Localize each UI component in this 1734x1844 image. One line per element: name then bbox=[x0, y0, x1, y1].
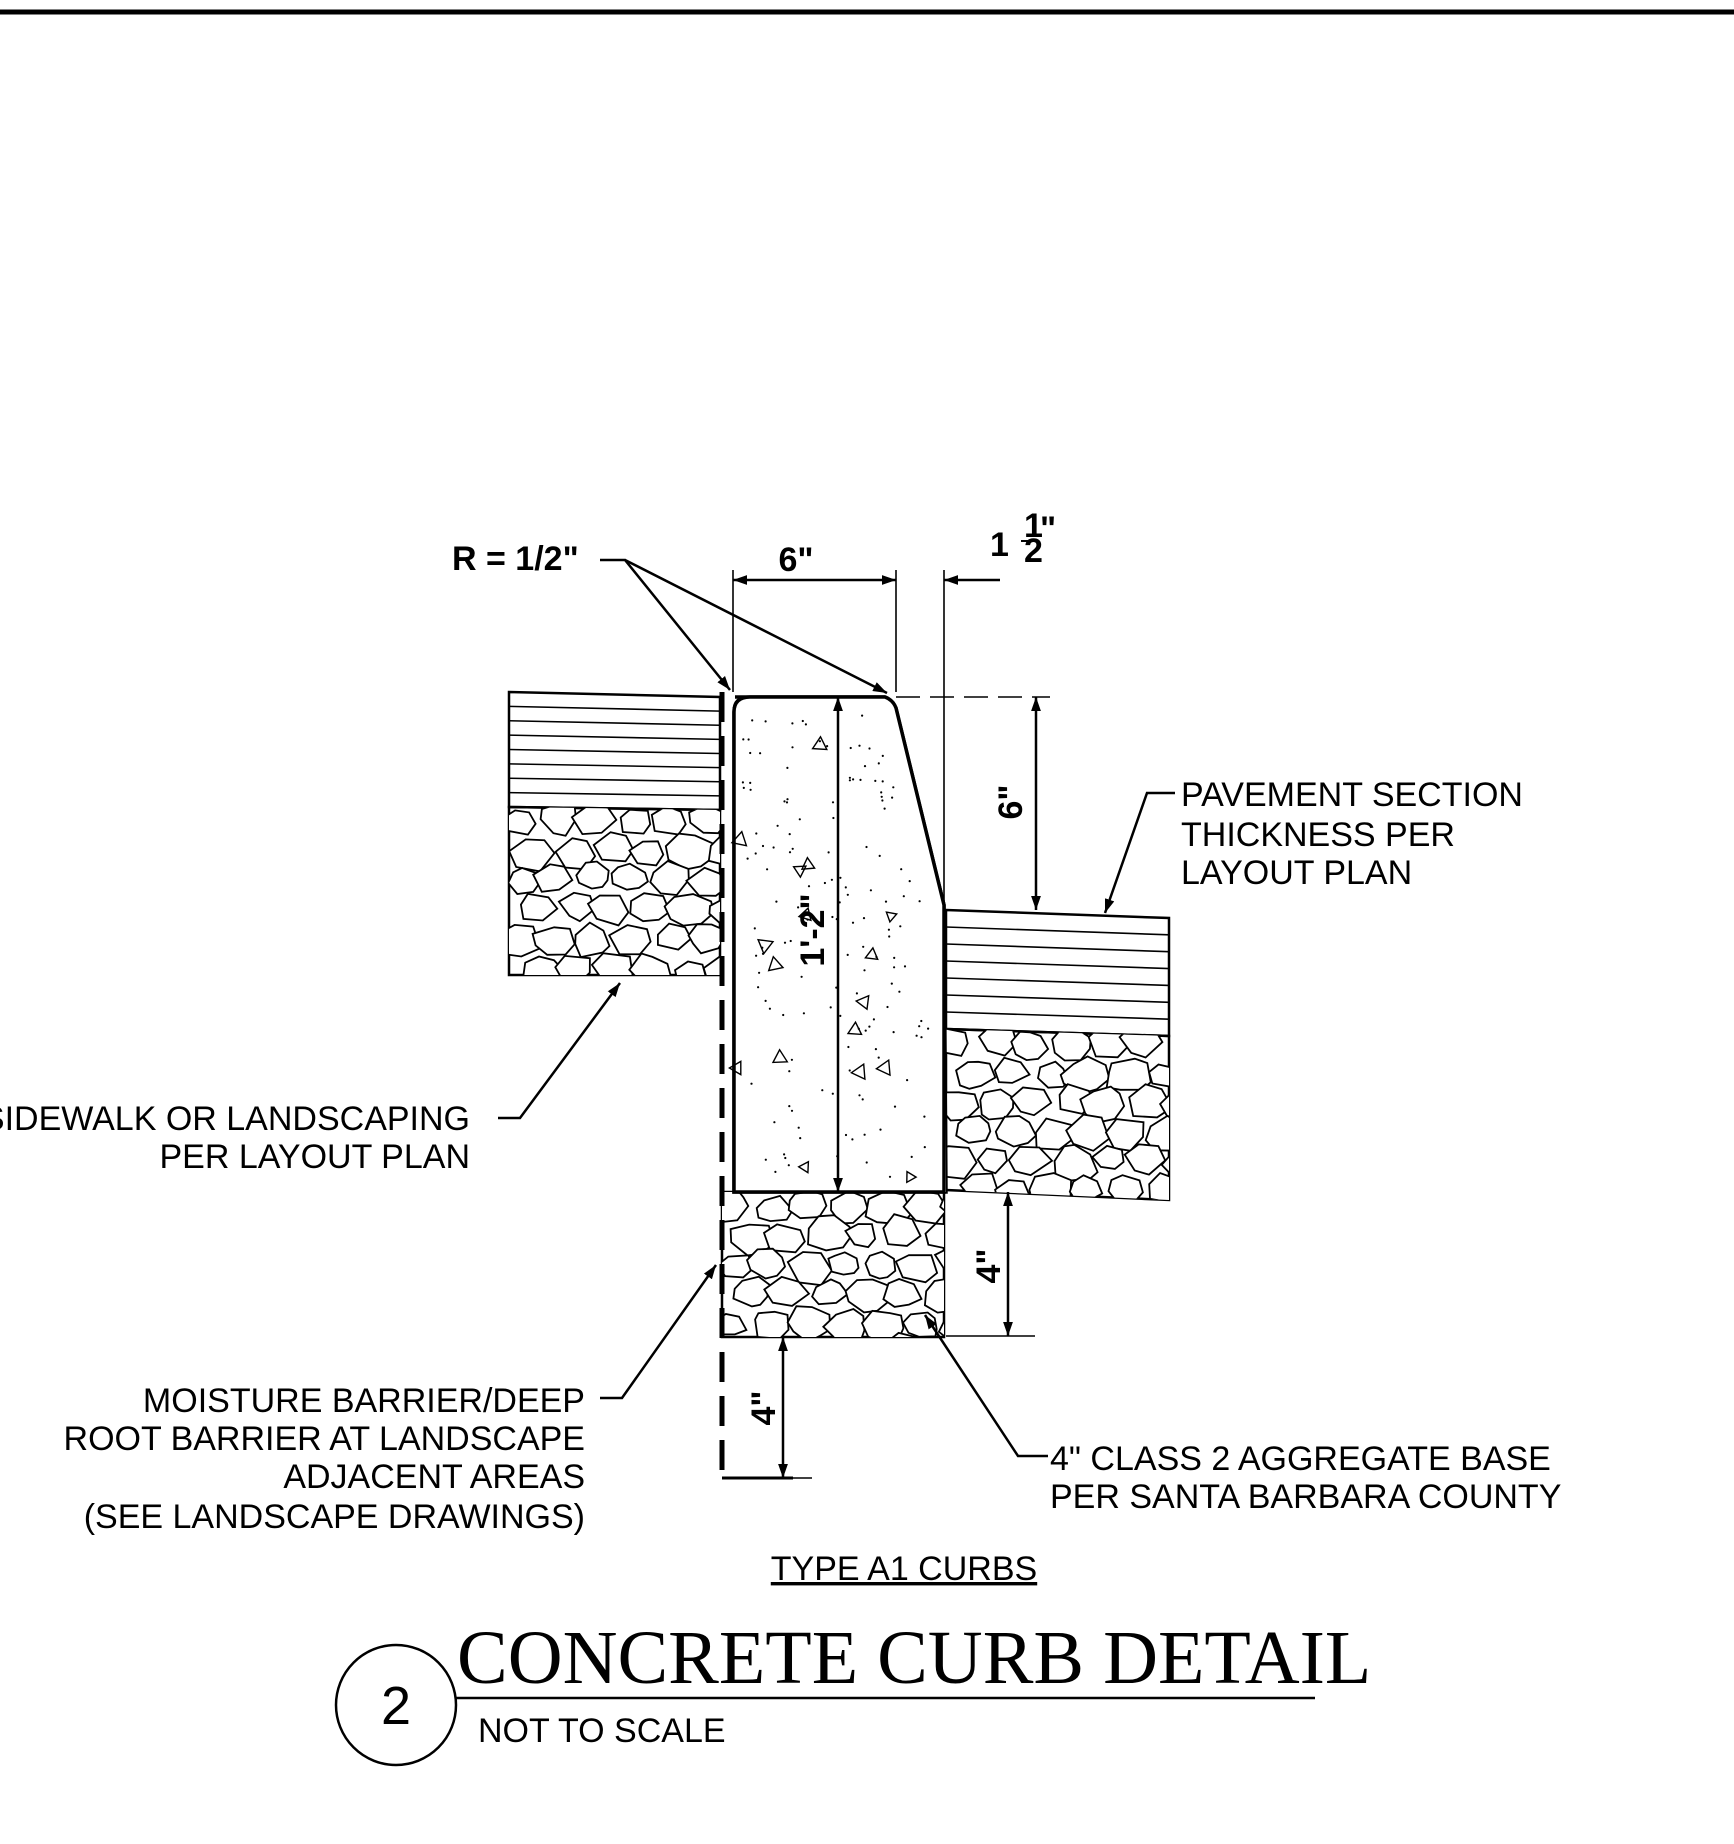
moisture-barrier-callout: MOISTURE BARRIER/DEEP ROOT BARRIER AT LA… bbox=[64, 1382, 585, 1536]
leader-lines bbox=[498, 558, 1175, 1458]
radius-label: R = 1/2" bbox=[452, 540, 579, 578]
curb-height-dimension: 1'-2" bbox=[794, 893, 832, 966]
detail-subtitle: TYPE A1 CURBS bbox=[771, 1550, 1037, 1588]
svg-text:(SEE LANDSCAPE DRAWINGS): (SEE LANDSCAPE DRAWINGS) bbox=[84, 1498, 585, 1536]
base-depth-left-dimension: 4" bbox=[745, 1390, 783, 1425]
curb-aggregate-base bbox=[720, 1190, 946, 1339]
svg-text:THICKNESS PER: THICKNESS PER bbox=[1181, 816, 1455, 854]
detail-number: 2 bbox=[381, 1676, 411, 1736]
batter-dimension: 1 1 2 " bbox=[990, 507, 1056, 570]
sidewalk-callout: SIDEWALK OR LANDSCAPING PER LAYOUT PLAN bbox=[0, 1100, 470, 1176]
svg-text:1: 1 bbox=[1024, 507, 1043, 545]
sidewalk-aggregate-base bbox=[507, 805, 722, 977]
svg-text:ADJACENT AREAS: ADJACENT AREAS bbox=[283, 1458, 585, 1496]
curb-reveal-dimension: 6" bbox=[992, 784, 1030, 819]
pavement-aggregate-base bbox=[944, 1027, 1171, 1202]
detail-title: CONCRETE CURB DETAIL bbox=[457, 1616, 1371, 1700]
svg-text:MOISTURE BARRIER/DEEP: MOISTURE BARRIER/DEEP bbox=[143, 1382, 585, 1420]
detail-number-circle bbox=[334, 1643, 458, 1767]
svg-text:1: 1 bbox=[990, 526, 1009, 564]
svg-text:4" CLASS 2 AGGREGATE BASE: 4" CLASS 2 AGGREGATE BASE bbox=[1050, 1440, 1551, 1478]
svg-text:LAYOUT PLAN: LAYOUT PLAN bbox=[1181, 854, 1412, 892]
pavement-callout: PAVEMENT SECTION THICKNESS PER LAYOUT PL… bbox=[1181, 776, 1523, 892]
svg-text:2: 2 bbox=[1024, 532, 1043, 570]
title-block: 2 CONCRETE CURB DETAIL NOT TO SCALE bbox=[334, 1616, 1371, 1767]
svg-text:PAVEMENT SECTION: PAVEMENT SECTION bbox=[1181, 776, 1523, 814]
svg-text:SIDEWALK OR LANDSCAPING: SIDEWALK OR LANDSCAPING bbox=[0, 1100, 470, 1138]
dimension-lines bbox=[722, 570, 1050, 1479]
scale-note: NOT TO SCALE bbox=[478, 1712, 726, 1750]
svg-text:": " bbox=[1040, 510, 1056, 548]
base-depth-right-dimension: 4" bbox=[970, 1248, 1008, 1283]
curb-width-dimension: 6" bbox=[778, 541, 813, 579]
pavement-slab bbox=[944, 908, 1171, 1038]
svg-text:ROOT BARRIER AT LANDSCAPE: ROOT BARRIER AT LANDSCAPE bbox=[64, 1420, 585, 1458]
aggregate-callout: 4" CLASS 2 AGGREGATE BASE PER SANTA BARB… bbox=[1050, 1440, 1561, 1516]
sidewalk-slab bbox=[507, 690, 722, 812]
svg-text:PER SANTA BARBARA COUNTY: PER SANTA BARBARA COUNTY bbox=[1050, 1478, 1561, 1516]
svg-text:PER LAYOUT PLAN: PER LAYOUT PLAN bbox=[159, 1138, 470, 1176]
